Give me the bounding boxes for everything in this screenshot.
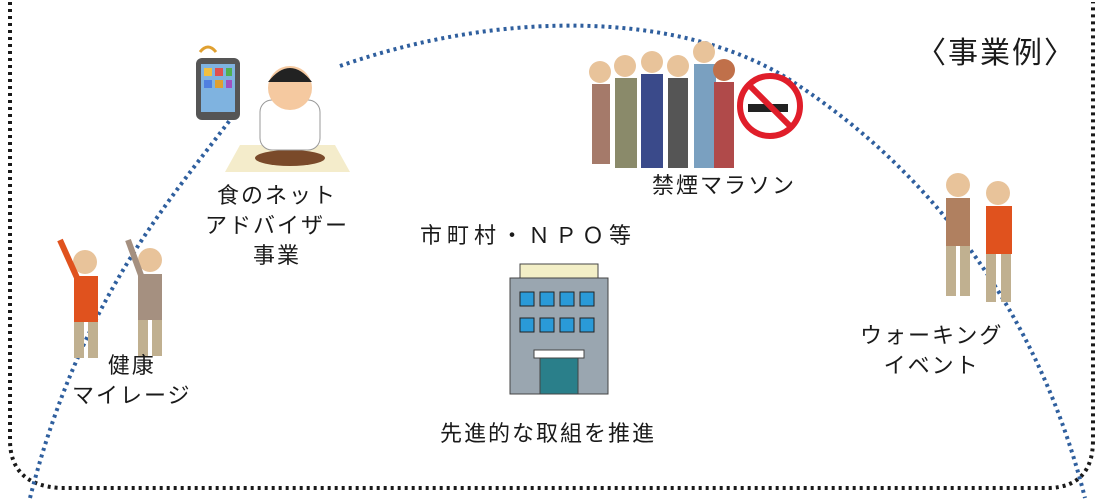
dotted-frame-border (8, 2, 1095, 490)
no-smoking-icon (737, 73, 803, 139)
org-label: 市町村・ＮＰＯ等 (420, 224, 637, 249)
walking-event-label: ウォーキング イベント (860, 322, 1003, 382)
walking-couple-icon (946, 173, 1012, 302)
health-mileage-line-1: 健康 (107, 354, 156, 379)
walking-event-line-2: イベント (883, 354, 980, 379)
anti-smoking-label: 禁煙マラソン (652, 174, 797, 199)
walking-event-line-1: ウォーキング (860, 324, 1004, 349)
food-advisor-line-3: 事業 (253, 244, 302, 269)
crowd-icon (589, 41, 735, 168)
building-icon (509, 263, 609, 395)
man-eating-icon (225, 66, 350, 172)
food-advisor-line-2: アドバイザー (205, 214, 350, 239)
health-mileage-line-2: マイレージ (72, 384, 192, 409)
tablet-icon (196, 45, 240, 120)
food-advisor-label: 食のネット アドバイザー 事業 (205, 182, 349, 272)
promotion-caption: 先進的な取組を推進 (440, 422, 657, 447)
section-heading: 〈事業例〉 (916, 36, 1076, 71)
health-mileage-label: 健康 マイレージ (72, 352, 192, 412)
stretching-people-icon (57, 238, 162, 358)
food-advisor-line-1: 食のネット (217, 184, 338, 209)
